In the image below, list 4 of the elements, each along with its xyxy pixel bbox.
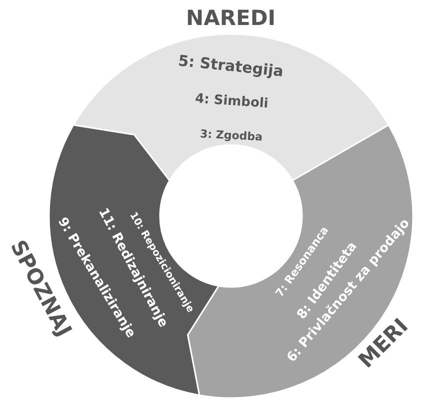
step-label: 5: Strategija [177,52,284,80]
section-heading: NAREDI [186,6,276,30]
step-label: 3: Zgodba [200,128,263,144]
step-label: 4: Simboli [194,92,268,112]
